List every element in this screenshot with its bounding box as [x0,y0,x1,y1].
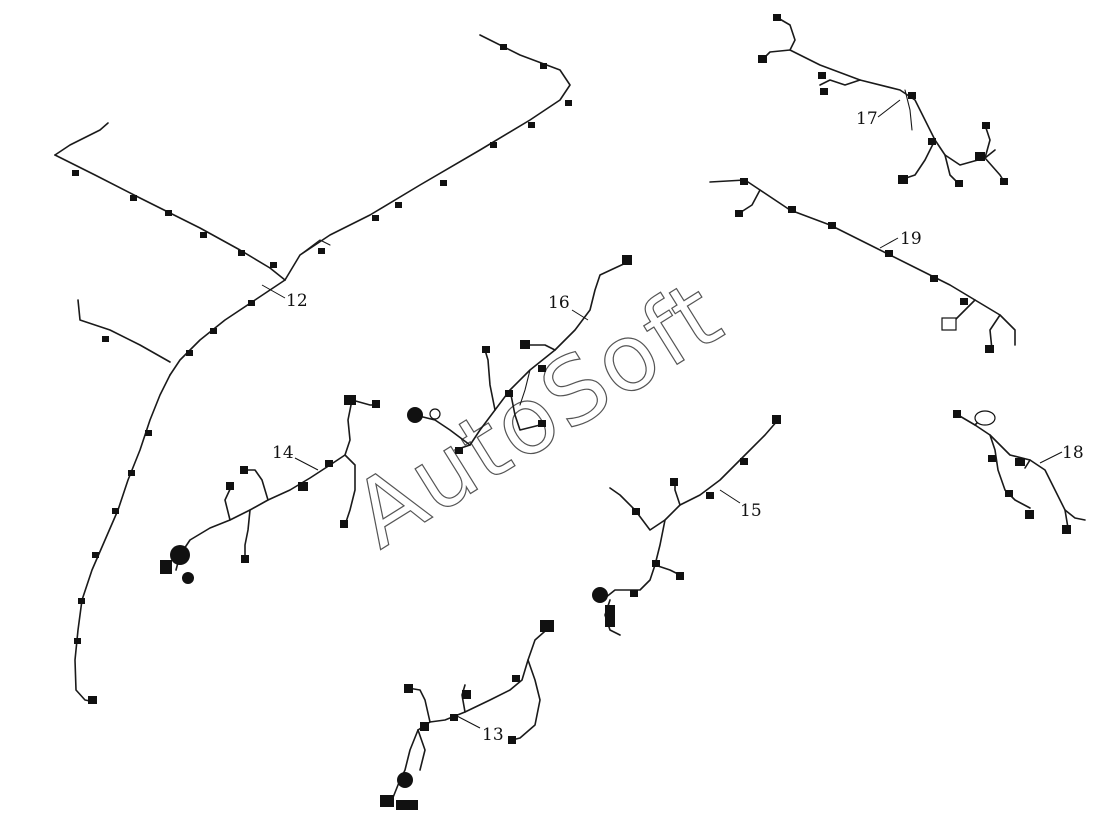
callout-13: 13 [482,725,504,745]
callout-17: 17 [856,109,878,129]
harness-12 [54,34,572,704]
harness-14 [160,395,380,584]
leader-13 [454,714,481,729]
connectors-17 [758,14,1008,187]
harness-16 [407,255,632,454]
connectors-13 [380,620,554,810]
connectors-19 [735,178,994,353]
leader-16 [571,309,589,321]
leader-17 [877,99,901,118]
harness-13 [380,620,554,810]
callout-19: 19 [900,229,922,249]
harness-19 [709,178,1016,353]
callout-12: 12 [286,291,308,311]
leader-18 [1039,451,1063,464]
leader-15 [719,489,741,504]
harness-15 [592,415,781,636]
callout-18: 18 [1062,443,1084,463]
leader-14 [294,457,319,471]
leader-19 [879,237,899,249]
callout-15: 15 [740,501,762,521]
harness-17 [758,14,1008,187]
connectors-18 [953,410,1071,534]
harness-18 [953,410,1086,534]
leader-12 [261,284,286,299]
watermark: AutoSoft [335,260,740,569]
connectors-14 [160,395,380,584]
callout-16: 16 [548,293,570,313]
connectors-16 [407,255,632,454]
connectors-12 [72,44,572,704]
connectors-15 [592,415,781,627]
callout-14: 14 [272,443,294,463]
